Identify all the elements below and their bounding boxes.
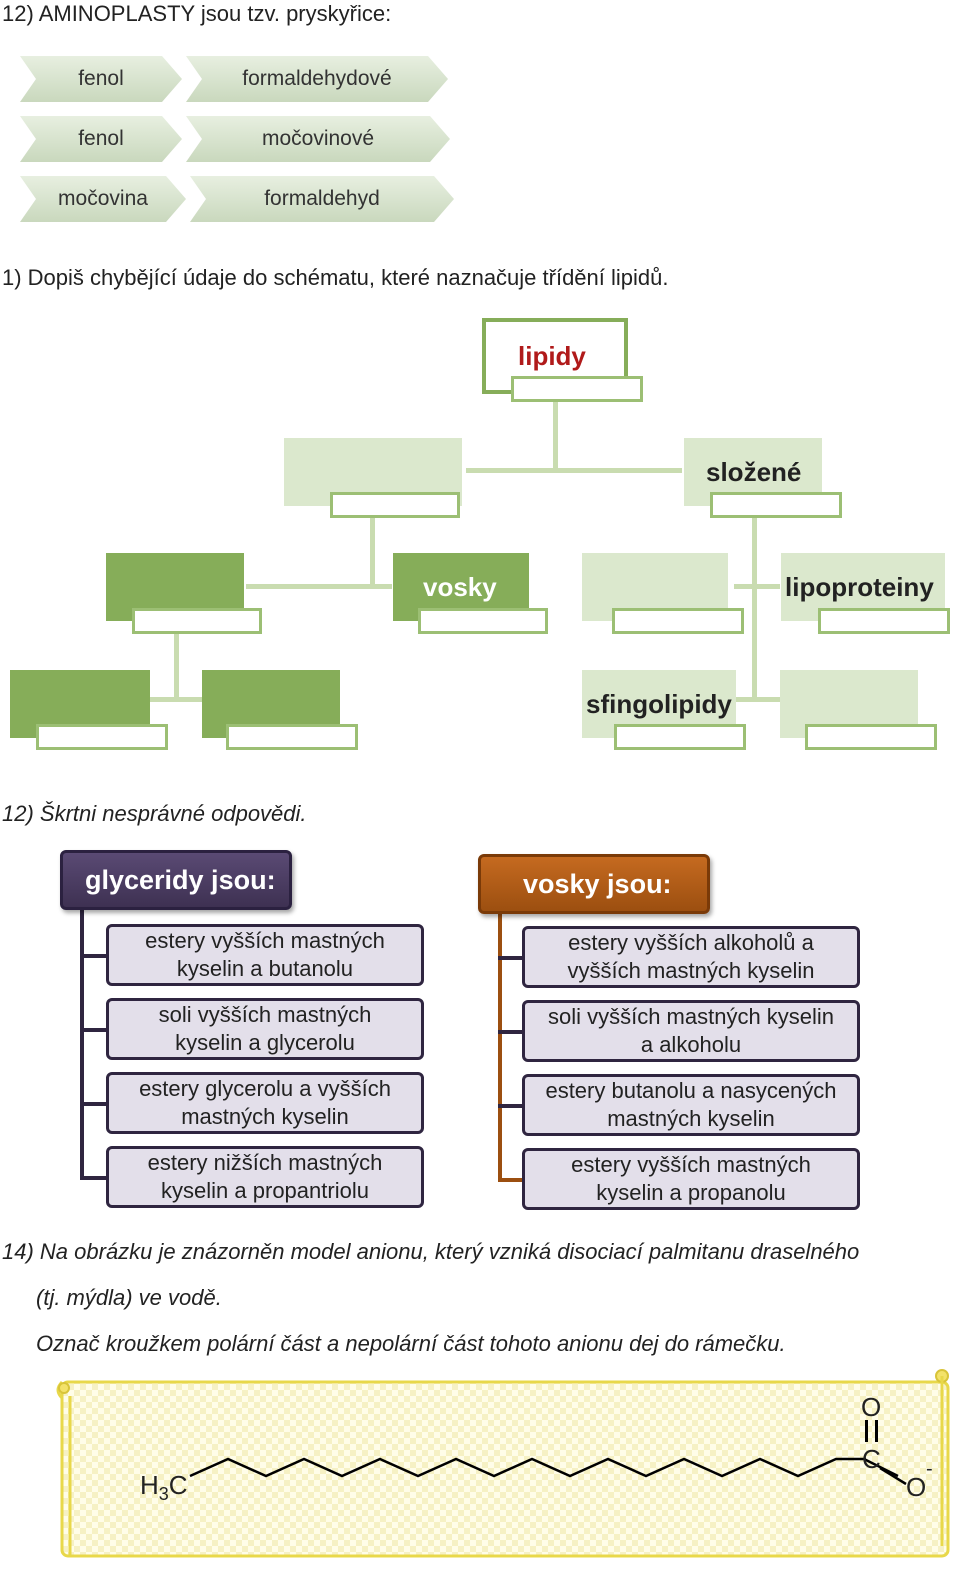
formula-c: C bbox=[168, 1470, 188, 1500]
option-line: kyselin a glycerolu bbox=[175, 1030, 355, 1055]
connector bbox=[553, 398, 558, 472]
connector bbox=[174, 630, 179, 700]
option-line: kyselin a propantriolu bbox=[161, 1178, 369, 1203]
double-bond-line bbox=[865, 1420, 868, 1442]
tree-line bbox=[498, 910, 502, 1180]
connector bbox=[734, 584, 780, 589]
empty-tab[interactable] bbox=[36, 724, 168, 750]
lipids-question: 1) Dopiš chybějící údaje do schématu, kt… bbox=[2, 265, 669, 290]
option-line: mastných kyselin bbox=[181, 1104, 349, 1129]
oxygen-top: O bbox=[861, 1392, 882, 1422]
tree-line bbox=[498, 1104, 524, 1108]
connector bbox=[734, 697, 780, 702]
glyceridy-option-2[interactable]: soli vyšších mastných kyselin a glycerolu bbox=[106, 998, 424, 1060]
chevron-right-3[interactable]: formaldehyd bbox=[190, 176, 454, 222]
empty-tab[interactable] bbox=[612, 608, 744, 634]
strike-question: 12) Škrtni nesprávné odpovědi. bbox=[2, 801, 307, 826]
tree-line bbox=[498, 956, 524, 960]
glyceridy-header: glyceridy jsou: bbox=[60, 850, 292, 910]
anion-question-line2: (tj. mýdla) ve vodě. bbox=[36, 1285, 222, 1310]
scroll-frame[interactable] bbox=[50, 1366, 956, 1564]
tree-line bbox=[80, 908, 84, 1178]
lipidy-tab[interactable] bbox=[511, 376, 643, 402]
option-line: estery nižších mastných bbox=[147, 1150, 383, 1175]
connector bbox=[370, 515, 375, 587]
option-line: estery vyšších mastných bbox=[145, 928, 385, 953]
tree-line bbox=[80, 1028, 106, 1032]
option-line: kyselin a butanolu bbox=[176, 956, 354, 981]
anion-question-line3: Označ kroužkem polární část a nepolární … bbox=[36, 1331, 786, 1356]
double-bond-line bbox=[875, 1420, 878, 1442]
sfingolipidy-tab[interactable] bbox=[614, 724, 746, 750]
glyceridy-option-1[interactable]: estery vyšších mastných kyselin a butanol… bbox=[106, 924, 424, 986]
option-line: estery glycerolu a vyšších bbox=[139, 1076, 391, 1101]
tree-line bbox=[80, 954, 106, 958]
connector bbox=[752, 515, 757, 701]
formula-subscript: 3 bbox=[158, 1484, 169, 1505]
option-line: estery vyšších mastných bbox=[571, 1152, 811, 1177]
chevron-right-1[interactable]: formaldehydové bbox=[186, 56, 448, 102]
tree-line bbox=[498, 1178, 524, 1182]
connector bbox=[246, 584, 392, 589]
vosky-option-3[interactable]: estery butanolu a nasycených mastných kys… bbox=[522, 1074, 860, 1136]
empty-tab[interactable] bbox=[226, 724, 358, 750]
chevron-right-2[interactable]: močovinové bbox=[186, 116, 450, 162]
option-line: vyšších mastných kyselin bbox=[567, 958, 815, 983]
glyceridy-option-4[interactable]: estery nižších mastných kyselin a propant… bbox=[106, 1146, 424, 1208]
tree-line bbox=[498, 1030, 524, 1034]
vosky-tab[interactable] bbox=[418, 608, 548, 634]
methyl-group[interactable]: H3C bbox=[140, 1470, 188, 1505]
anion-question-line1: 14) Na obrázku je znázorněn model anionu… bbox=[2, 1239, 860, 1264]
option-line: estery vyšších alkoholů a bbox=[568, 930, 814, 955]
slozene-tab[interactable] bbox=[710, 492, 842, 518]
hydrocarbon-chain[interactable] bbox=[189, 1457, 864, 1478]
glyceridy-option-3[interactable]: estery glycerolu a vyšších mastných kysel… bbox=[106, 1072, 424, 1134]
option-line: soli vyšších mastných kyselin bbox=[547, 1004, 835, 1029]
option-line: estery butanolu a nasycených bbox=[545, 1078, 837, 1103]
lipoproteiny-tab[interactable] bbox=[818, 608, 950, 634]
tree-line bbox=[80, 1176, 106, 1180]
empty-tab[interactable] bbox=[330, 492, 460, 518]
vosky-option-2[interactable]: soli vyšších mastných kyselin a alkoholu bbox=[522, 1000, 860, 1062]
empty-tab[interactable] bbox=[805, 724, 937, 750]
carboxyl-carbon[interactable]: C bbox=[862, 1444, 881, 1474]
vosky-header: vosky jsou: bbox=[478, 854, 710, 914]
option-line: mastných kyselin bbox=[607, 1106, 775, 1131]
chevron-left-2[interactable]: fenol bbox=[20, 116, 182, 162]
connector bbox=[150, 697, 202, 702]
option-line: a alkoholu bbox=[640, 1032, 742, 1057]
chevron-left-3[interactable]: močovina bbox=[20, 176, 186, 222]
tree-line bbox=[80, 1102, 106, 1106]
option-line: kyselin a propanolu bbox=[596, 1180, 786, 1205]
aminoplasty-question: 12) AMINOPLASTY jsou tzv. pryskyřice: bbox=[2, 1, 392, 26]
formula-h: H bbox=[140, 1470, 159, 1500]
vosky-option-4[interactable]: estery vyšších mastných kyselin a propano… bbox=[522, 1148, 860, 1210]
option-line: soli vyšších mastných bbox=[158, 1002, 372, 1027]
negative-charge: - bbox=[926, 1458, 933, 1480]
oxygen-bottom[interactable]: O bbox=[906, 1472, 927, 1502]
empty-tab[interactable] bbox=[132, 608, 262, 634]
chevron-left-1[interactable]: fenol bbox=[20, 56, 182, 102]
connector bbox=[466, 468, 682, 473]
carbon-oxygen-bond bbox=[879, 1466, 907, 1486]
vosky-option-1[interactable]: estery vyšších alkoholů a vyšších mastnýc… bbox=[522, 926, 860, 988]
